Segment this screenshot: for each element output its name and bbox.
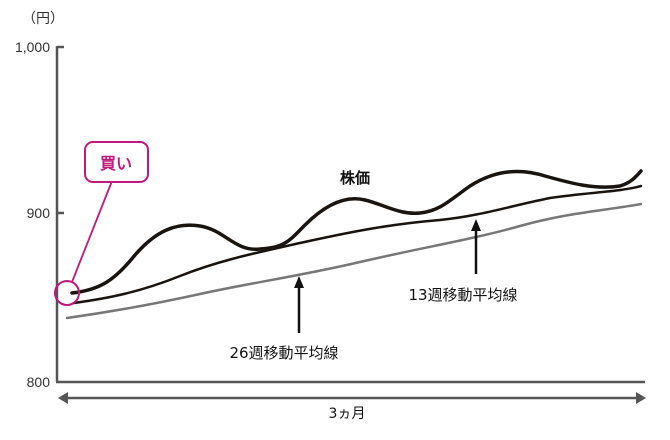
buy-label: 買い bbox=[100, 154, 132, 173]
period-arrow-left-icon bbox=[58, 392, 68, 404]
buy-callout-line bbox=[71, 180, 113, 283]
y-tick-label-1000: 1,000 bbox=[15, 39, 50, 55]
axes bbox=[55, 45, 645, 384]
y-tick-label-800: 800 bbox=[27, 374, 51, 390]
period-arrow-right-icon bbox=[636, 392, 646, 404]
period-indicator: 3ヵ月 bbox=[58, 392, 646, 422]
period-label: 3ヵ月 bbox=[329, 406, 366, 422]
y-unit-label: （円） bbox=[22, 11, 64, 27]
buy-label-box bbox=[84, 141, 149, 183]
ma13-label: 13週移動平均線 bbox=[408, 286, 517, 304]
ma26-arrow-head-icon bbox=[294, 276, 304, 288]
ma26-label: 26週移動平均線 bbox=[229, 344, 338, 362]
ma26-annotation: 26週移動平均線 bbox=[229, 276, 339, 362]
buy-annotation: 買い bbox=[54, 141, 149, 306]
y-tick-label-900: 900 bbox=[27, 205, 51, 221]
ma13-annotation: 13週移動平均線 bbox=[408, 219, 518, 304]
ma13-arrow-head-icon bbox=[471, 219, 481, 231]
buy-marker-circle bbox=[54, 280, 80, 306]
price-label: 株価 bbox=[340, 169, 370, 187]
price-line bbox=[70, 169, 643, 295]
ma26-line bbox=[65, 202, 643, 320]
ma13-line bbox=[72, 184, 643, 305]
